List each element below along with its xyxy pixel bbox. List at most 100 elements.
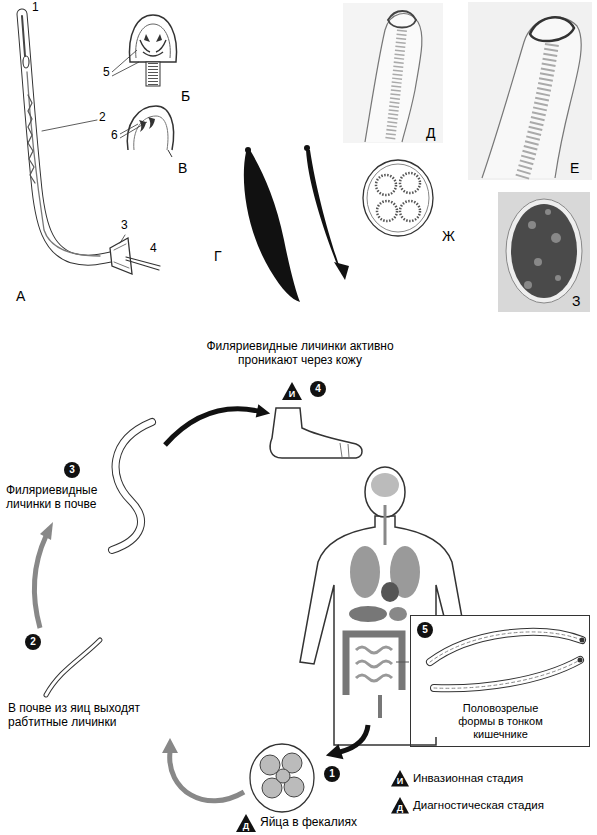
egg-in-feces — [250, 744, 314, 812]
callout-number: 2 — [25, 634, 41, 650]
foot-outline — [270, 408, 362, 458]
label-holder: Филяриевидные личинки в почве — [6, 484, 108, 512]
label-holder: 2 — [99, 111, 106, 125]
panel-letter: Е — [570, 160, 579, 176]
pointer-line — [396, 662, 409, 663]
callout-number: 1 — [32, 0, 39, 14]
mouth-capsule — [530, 17, 574, 41]
cycle-arrow — [165, 409, 258, 445]
lung — [350, 546, 380, 598]
granules — [524, 209, 561, 289]
panel-letter: Д — [426, 125, 435, 141]
worm-tail — [334, 262, 349, 280]
head-outline — [365, 14, 422, 142]
egg-shell — [506, 199, 582, 303]
intestine — [27, 72, 100, 256]
stage-caption: Филяриевидные личинки активно проникают … — [206, 339, 393, 367]
legend-letter: Д — [397, 803, 403, 813]
cycle-arrows — [34, 406, 368, 801]
leader-line — [120, 122, 147, 138]
spicule — [126, 257, 160, 270]
worm-outline — [430, 632, 582, 662]
arrowhead — [162, 738, 178, 753]
legend-triangle-shape — [391, 770, 409, 787]
label-holder: 5 — [103, 66, 110, 80]
arrowhead — [40, 522, 53, 540]
arrowhead — [257, 406, 268, 416]
larva-outline — [112, 422, 152, 550]
blastomeres — [376, 173, 420, 221]
blastomere — [376, 175, 396, 195]
tooth-line — [140, 40, 166, 56]
panel-letter: В — [178, 160, 187, 176]
mouth-capsule — [129, 15, 176, 62]
bursa-ray — [114, 244, 129, 268]
worm-body — [22, 14, 116, 260]
stomach — [389, 607, 407, 621]
callout-number: 4 — [150, 241, 157, 255]
label-holder: Яйца в фекалиях — [260, 816, 357, 830]
head-outline — [482, 17, 581, 178]
legend-text: Инвазионная стадия — [413, 770, 586, 787]
stage-number: 1 — [324, 766, 340, 782]
label-holder: В почве из яиц выходят рабтитные личинки — [8, 702, 168, 730]
micrograph-head — [343, 3, 443, 143]
legend-row: Диагностическая стадия — [391, 797, 586, 815]
callout-number: 5 — [103, 65, 110, 79]
stage-triangle: Д — [236, 814, 256, 832]
egg-micrograph — [498, 192, 590, 312]
label-holder: Д — [426, 125, 435, 141]
worm-head — [245, 147, 251, 153]
egg-shell — [250, 744, 314, 812]
worm-outline — [22, 14, 116, 260]
rectum — [378, 695, 382, 718]
cycle-arrow — [340, 725, 368, 752]
trachea — [384, 505, 387, 545]
capsule-inner — [134, 116, 168, 150]
egg-drawing — [363, 160, 433, 236]
stage-caption: Яйца в фекалиях — [260, 815, 357, 829]
male-worm — [306, 150, 346, 276]
stage-number: 3 — [64, 462, 80, 478]
legend-text: Диагностическая стадия — [413, 797, 586, 814]
label-holder: 1 — [32, 1, 39, 15]
blastomeres — [260, 753, 304, 798]
large-intestine — [346, 634, 402, 695]
esophagus — [390, 30, 402, 141]
larva-outline — [46, 640, 100, 695]
adult-worms — [430, 632, 585, 688]
label-holder: Б — [181, 88, 190, 104]
bursa — [110, 238, 132, 274]
legend-triangle-shape — [391, 797, 409, 814]
stage-number: 4 — [310, 381, 326, 397]
triangle-shape — [236, 814, 256, 832]
larva-body — [112, 422, 152, 550]
worm-gut — [430, 632, 582, 662]
esophagus-bulb — [23, 56, 29, 68]
blastomere — [400, 201, 420, 221]
stage-caption: Филяриевидные личинки в почве — [6, 483, 97, 511]
panel-letter: А — [16, 288, 25, 304]
worm-body — [434, 660, 580, 688]
arrowhead — [328, 746, 342, 758]
photo-ground — [343, 3, 443, 143]
label-holder: 3 — [121, 219, 128, 233]
scale-tick — [168, 150, 172, 157]
blastomere — [377, 201, 397, 221]
callout-number: 1 — [324, 766, 340, 782]
panel-letter: Г — [214, 248, 222, 264]
blastomere — [276, 769, 290, 783]
leader-line — [112, 50, 139, 76]
head-front-drawing — [112, 15, 177, 86]
callout-number: 3 — [121, 218, 128, 232]
worm-outline — [434, 660, 580, 688]
panel-letter: Б — [181, 88, 190, 104]
panel-letter: Ж — [442, 228, 455, 244]
worm-body — [430, 632, 582, 662]
label-holder: В — [178, 160, 187, 176]
esophagus — [146, 62, 160, 86]
callout-number: 3 — [64, 462, 80, 478]
heart — [381, 582, 399, 602]
foot — [270, 408, 362, 458]
